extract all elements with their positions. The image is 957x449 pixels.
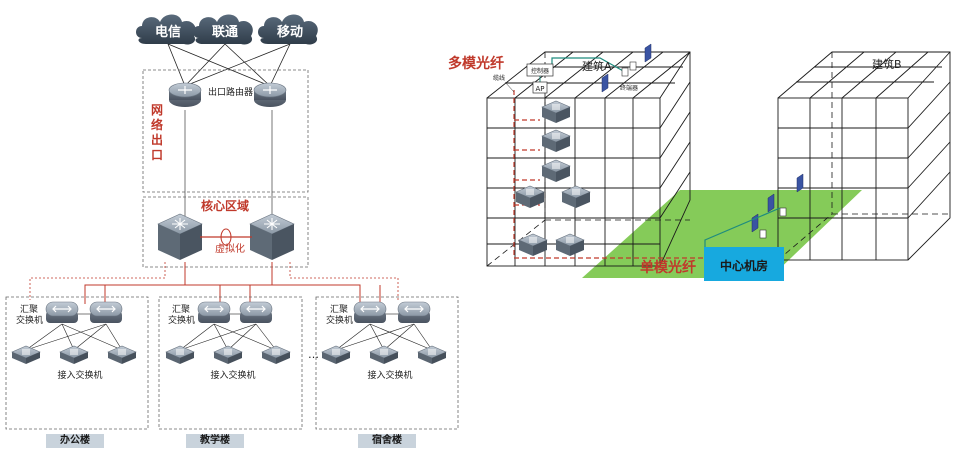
building-b-label: 建筑B bbox=[872, 57, 902, 71]
access-switch-2 bbox=[213, 345, 243, 365]
group-dormitory: 汇聚 交换机 接入交换机 bbox=[315, 296, 459, 430]
building-label-dormitory: 宿舍楼 bbox=[358, 434, 416, 448]
agg-label-line2: 交换机 bbox=[16, 314, 43, 326]
terminal-box-4 bbox=[759, 229, 767, 239]
svg-text:络: 络 bbox=[151, 117, 163, 132]
agg-label-line1: 汇聚 bbox=[20, 304, 38, 315]
isp-label: 联通 bbox=[212, 24, 238, 40]
more-groups-ellipsis: … bbox=[308, 348, 319, 361]
agg-label-line2: 交换机 bbox=[168, 314, 195, 326]
floor-switch-3 bbox=[541, 159, 571, 183]
isp-cloud-yidong: 移动 bbox=[258, 14, 318, 45]
wireless-panel-1 bbox=[644, 43, 652, 63]
access-label: 接入交换机 bbox=[210, 369, 255, 381]
building-b-hidden-edges bbox=[777, 52, 950, 261]
core-zone-box bbox=[142, 196, 309, 268]
access-switch-3 bbox=[417, 345, 447, 365]
right-campus-diagram: 控制器 AP 缆线 终端器 中心机房 多模光纤 单模光纤 建筑A 建筑B bbox=[448, 43, 951, 281]
core-switch-1 bbox=[157, 213, 203, 261]
isp-label: 电信 bbox=[155, 24, 181, 40]
access-label: 接入交换机 bbox=[57, 369, 102, 381]
svg-text:出: 出 bbox=[151, 132, 163, 147]
distribution-links bbox=[84, 262, 381, 304]
terminal-box-3 bbox=[779, 207, 787, 217]
singlemode-fiber-label: 单模光纤 bbox=[640, 259, 696, 276]
agg-label-line1: 汇聚 bbox=[172, 304, 190, 315]
access-switch-3 bbox=[261, 345, 291, 365]
terminal-box-2 bbox=[629, 61, 637, 71]
egress-router-label: 出口路由器 bbox=[208, 86, 253, 98]
access-switch-1 bbox=[11, 345, 41, 365]
distribution-links-dotted bbox=[29, 262, 399, 300]
access-switch-3 bbox=[107, 345, 137, 365]
building-label-office: 办公楼 bbox=[46, 434, 104, 448]
access-switch-1 bbox=[321, 345, 351, 365]
terminal-label: 终端器 bbox=[620, 84, 638, 92]
left-network-diagram: 电信 联通 移动 网 络 出 口 出口路由器 bbox=[5, 14, 459, 430]
agg-switch-2 bbox=[89, 301, 123, 324]
egress-zone-title: 网 络 出 口 bbox=[151, 103, 163, 162]
agg-switch-2 bbox=[239, 301, 273, 324]
building-label-teaching: 教学楼 bbox=[186, 434, 244, 448]
trunk-label: 缆线 bbox=[493, 74, 505, 82]
isp-cloud-liantong: 联通 bbox=[193, 14, 253, 45]
wireless-panel-3 bbox=[796, 173, 804, 193]
group-teaching: 汇聚 交换机 接入交换机 bbox=[158, 296, 303, 430]
isp-links bbox=[167, 43, 291, 87]
access-label: 接入交换机 bbox=[367, 369, 412, 381]
datacenter-label: 中心机房 bbox=[720, 258, 768, 273]
floor-switch-2 bbox=[541, 129, 571, 153]
svg-text:网: 网 bbox=[151, 103, 163, 117]
group-box bbox=[158, 296, 303, 430]
controller-box bbox=[526, 63, 554, 77]
building-a-label: 建筑A bbox=[582, 59, 612, 73]
egress-zone-box bbox=[142, 69, 309, 193]
core-switch-2 bbox=[249, 213, 295, 261]
egress-router-1 bbox=[168, 82, 202, 107]
floor-switch-7 bbox=[555, 233, 585, 257]
building-b bbox=[777, 51, 951, 261]
floor-switch-6 bbox=[518, 233, 548, 257]
group-box bbox=[315, 296, 459, 430]
access-switch-2 bbox=[59, 345, 89, 365]
access-switch-1 bbox=[165, 345, 195, 365]
access-switch-2 bbox=[369, 345, 399, 365]
agg-switch-2 bbox=[397, 301, 431, 324]
group-box bbox=[5, 296, 149, 430]
controller-label: 控制器 bbox=[531, 67, 549, 75]
ground-plane bbox=[582, 190, 862, 278]
agg-label-line2: 交换机 bbox=[326, 314, 353, 326]
agg-switch-1 bbox=[353, 301, 387, 324]
ap-label: AP bbox=[535, 85, 544, 93]
core-virtual-label: 虚拟化 bbox=[215, 242, 245, 255]
wireless-panel-2 bbox=[601, 73, 609, 93]
agg-switch-1 bbox=[45, 301, 79, 324]
isp-label: 移动 bbox=[277, 24, 303, 40]
agg-label-line1: 汇聚 bbox=[330, 304, 348, 315]
group-office: 汇聚 交换机 接入交换机 bbox=[5, 296, 149, 430]
agg-switch-1 bbox=[197, 301, 231, 324]
core-zone-title: 核心区域 bbox=[201, 198, 249, 213]
virtual-link-ring bbox=[220, 228, 232, 246]
datacenter-box bbox=[704, 247, 784, 281]
isp-cloud-dianxin: 电信 bbox=[136, 14, 196, 45]
terminal-box-1 bbox=[621, 67, 629, 77]
multimode-fiber-label: 多模光纤 bbox=[448, 55, 504, 72]
svg-text:口: 口 bbox=[151, 148, 163, 162]
ap-box bbox=[532, 81, 548, 94]
egress-router-2 bbox=[253, 82, 287, 107]
floor-switch-1 bbox=[541, 100, 571, 124]
trunk-pointer bbox=[504, 81, 515, 93]
floor-switch-5 bbox=[561, 185, 591, 209]
